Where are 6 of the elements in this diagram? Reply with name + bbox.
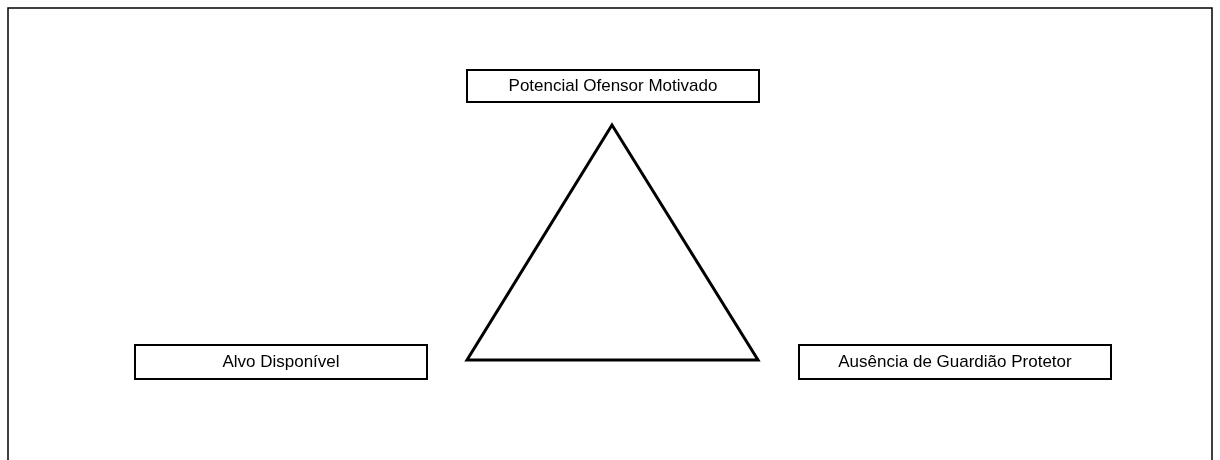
node-text: Ausência de Guardião Protetor: [838, 352, 1072, 372]
label-box: [134, 344, 428, 380]
label-box: [798, 344, 1112, 380]
node-text: Alvo Disponível: [222, 352, 340, 372]
node-text: Potencial Ofensor Motivado: [508, 76, 718, 96]
label-box: [466, 69, 760, 103]
